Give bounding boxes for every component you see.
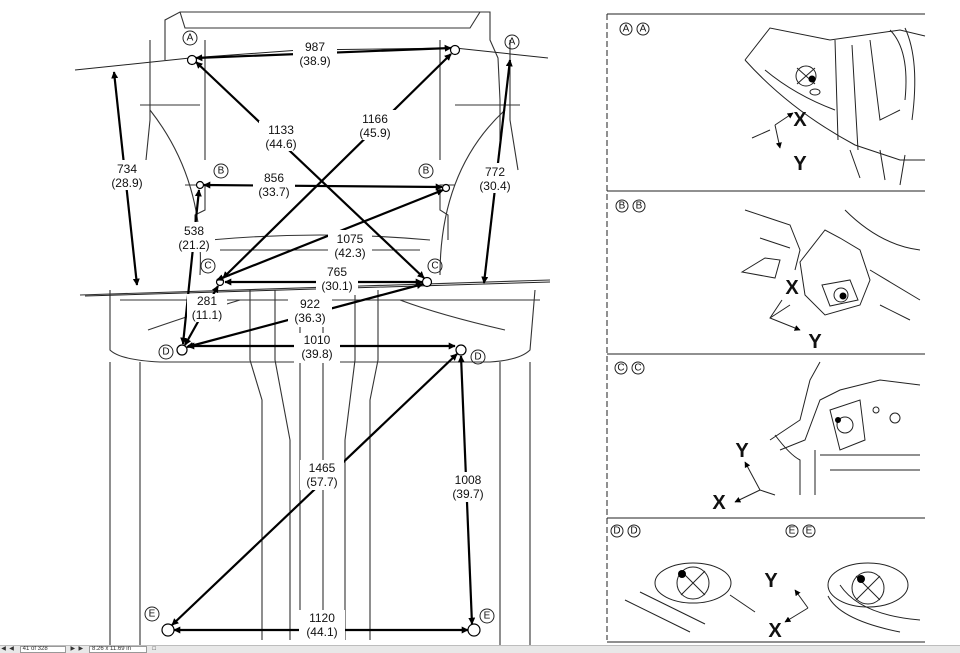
point-label-a2: A	[509, 37, 516, 48]
dim-ac2-value: 1166	[362, 112, 388, 126]
dim-a-right-value: 772	[485, 165, 505, 179]
detail-a-label-left: A	[623, 24, 630, 35]
dim-dc-value: 922	[300, 297, 320, 311]
dim-de-right-value: 1008	[455, 473, 482, 487]
detail-panel-a: A A X Y	[619, 22, 926, 186]
detail-e-label-right: E	[806, 526, 813, 537]
dim-a-left-inch: (28.9)	[111, 176, 142, 190]
dim-a-left-value: 734	[117, 162, 137, 176]
detail-e-y-label: Y	[764, 570, 778, 592]
point-label-b2: B	[423, 166, 430, 177]
detail-e-x-label: X	[768, 620, 782, 642]
point-label-c2: C	[431, 261, 438, 272]
dim-dd-inch: (39.8)	[301, 347, 332, 361]
dim-bc-value: 1075	[337, 232, 364, 246]
dim-de-value: 1465	[309, 461, 336, 475]
page-view-icon[interactable]: □	[152, 646, 156, 652]
dim-ac2-inch: (45.9)	[359, 126, 390, 140]
dim-ac1-inch: (44.6)	[265, 137, 296, 151]
point-label-e2: E	[484, 611, 491, 622]
measurement-labels: 987 (38.9) 734 (28.9) 772 (30.4) 1133 (4…	[107, 38, 516, 640]
dim-cd-inch: (11.1)	[192, 308, 222, 322]
dim-dd-value: 1010	[304, 333, 331, 347]
detail-d-label-right: D	[630, 526, 637, 537]
point-label-a1: A	[187, 33, 194, 44]
detail-b-x-label: X	[785, 277, 799, 299]
detail-panel-c: C C Y X	[614, 361, 921, 514]
point-label-d2: D	[474, 352, 481, 363]
point-label-c1: C	[204, 261, 211, 272]
first-page-button[interactable]: ◀	[1, 646, 6, 652]
dim-ee-value: 1120	[309, 611, 335, 625]
detail-d-label-left: D	[613, 526, 620, 537]
detail-a-x-label: X	[793, 109, 807, 131]
dim-a-right-inch: (30.4)	[479, 179, 510, 193]
detail-a-label-right: A	[640, 24, 647, 35]
detail-c-x-label: X	[712, 492, 726, 514]
dim-dc-inch: (36.3)	[294, 311, 325, 325]
detail-c-label-right: C	[634, 363, 641, 374]
detail-b-label-left: B	[619, 201, 626, 212]
detail-b-label-right: B	[636, 201, 643, 212]
dim-bd-inch: (21.2)	[178, 238, 209, 252]
point-label-e1: E	[149, 609, 156, 620]
dim-cc-inch: (30.1)	[321, 279, 352, 293]
detail-b-y-label: Y	[808, 331, 822, 353]
dim-ee-inch: (44.1)	[306, 625, 337, 639]
dim-bb-value: 856	[264, 171, 284, 185]
point-label-d1: D	[162, 347, 169, 358]
dim-bc-inch: (42.3)	[334, 246, 365, 260]
dim-bd-value: 538	[184, 224, 204, 238]
next-page-button[interactable]: ▶	[70, 646, 76, 652]
dim-aa-inch: (38.9)	[299, 54, 330, 68]
dim-de-right-inch: (39.7)	[452, 487, 483, 501]
detail-a-y-label: Y	[793, 153, 807, 175]
dim-bb-inch: (33.7)	[258, 185, 289, 199]
underbody-outline	[79, 11, 551, 645]
prev-page-button[interactable]: ◀	[9, 646, 14, 652]
detail-panel-e: E E Y X	[764, 524, 921, 642]
dim-ac1-value: 1133	[268, 123, 294, 137]
last-page-button[interactable]: ▶	[78, 646, 84, 652]
dim-aa-value: 987	[305, 40, 325, 54]
dim-cd-value: 281	[197, 294, 217, 308]
detail-panel-d: D D	[610, 524, 756, 633]
detail-e-label-left: E	[789, 526, 796, 537]
dim-de-inch: (57.7)	[306, 475, 337, 489]
detail-c-y-label: Y	[735, 440, 749, 462]
detail-panels	[606, 13, 925, 643]
dim-cc-value: 765	[327, 265, 347, 279]
detail-panel-b: B B X Y	[615, 199, 921, 353]
point-label-b1: B	[218, 166, 225, 177]
detail-c-label-left: C	[617, 363, 624, 374]
